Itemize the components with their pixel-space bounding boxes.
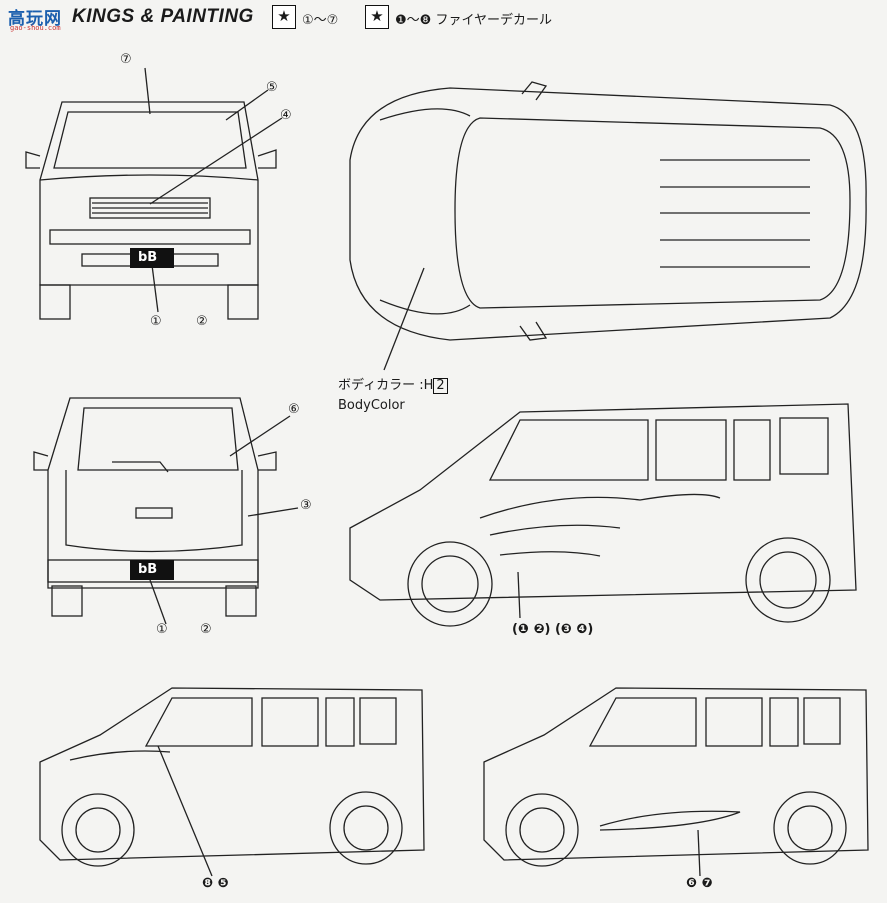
side-view-car-2 xyxy=(39,687,425,867)
watermark-subtext: gao-shou.com xyxy=(10,24,61,32)
range-b-label: ❶～❽ ファイヤーデカール xyxy=(395,13,553,28)
watermark-text: 高玩网 xyxy=(8,9,62,29)
body-color-code: 2 xyxy=(433,378,448,394)
callout-3: ③ xyxy=(300,498,312,513)
callout-5: ⑤ xyxy=(266,80,278,95)
header: 高玩网 gao-shou.com KINGS & PAINTING ★ ①～⑦ … xyxy=(0,0,887,34)
star-icon: ★ xyxy=(365,5,389,29)
body-color-label: ボディカラー :H xyxy=(338,378,434,393)
side-view-car-flames xyxy=(349,403,857,627)
body-color-english: BodyColor xyxy=(338,398,405,413)
front-plate-text: bB xyxy=(138,250,158,265)
side-view-car-3 xyxy=(483,687,869,867)
callout-6: ⑥ xyxy=(288,402,300,417)
rear-view-car xyxy=(33,397,277,617)
callout-6-7: ❻ ❼ xyxy=(686,876,713,891)
callout-4: ④ xyxy=(280,108,292,123)
star-icon: ★ xyxy=(272,5,296,29)
page-title: KINGS & PAINTING xyxy=(72,6,254,27)
callout-front-plate: ① xyxy=(150,314,162,329)
callout-rear-plate: ① xyxy=(156,622,168,637)
callout-8-5: ❽ ❺ xyxy=(202,876,229,891)
callout-front-plate-2: ② xyxy=(196,314,208,329)
front-view-car xyxy=(25,101,277,320)
callout-rear-plate-2: ② xyxy=(200,622,212,637)
top-view-car xyxy=(349,81,867,341)
range-a-label: ①～⑦ xyxy=(302,13,339,28)
rear-plate-text: bB xyxy=(138,562,158,577)
watermark-logo: 高玩网 gao-shou.com xyxy=(4,2,74,32)
callout-7: ⑦ xyxy=(120,52,132,67)
callout-flames: (❶ ❷) (❸ ❹) xyxy=(512,622,594,637)
